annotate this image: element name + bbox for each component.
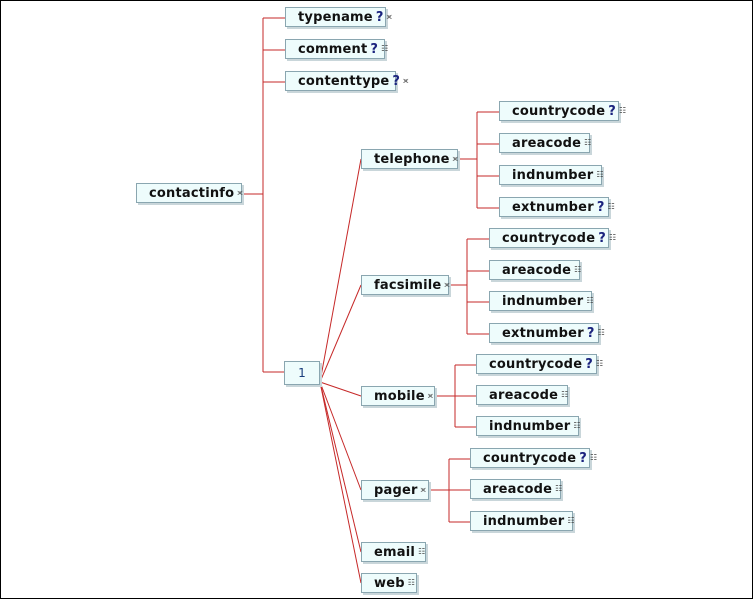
node-mobile[interactable]: mobile ⪤	[361, 386, 435, 406]
node-pager-areacode[interactable]: areacode ☷	[470, 479, 563, 499]
optional-marker: ?	[608, 103, 616, 119]
node-label: indnumber	[483, 513, 565, 529]
element-icon: ☷	[573, 421, 581, 430]
node-label: contactinfo	[149, 185, 235, 201]
element-icon: ☷	[586, 296, 594, 305]
element-icon: ☷	[407, 578, 416, 587]
element-icon: ☷	[595, 359, 604, 368]
element-icon: ☷	[608, 233, 617, 242]
node-label: contenttype	[298, 73, 390, 89]
node-facsimile[interactable]: facsimile ⪤	[361, 275, 450, 295]
node-label: indnumber	[489, 418, 571, 434]
connector-sequence-branch	[319, 284, 362, 383]
element-icon: ☷	[607, 202, 615, 211]
node-label: countrycode	[483, 450, 577, 466]
node-telephone-indnumber[interactable]: indnumber ☷	[499, 165, 604, 185]
node-label: web	[374, 575, 405, 591]
node-mobile-indnumber[interactable]: indnumber ☷	[476, 416, 581, 436]
node-contactinfo[interactable]: contactinfo ⪤	[136, 183, 243, 203]
connector-sequence-branch	[319, 381, 362, 397]
node-label: indnumber	[502, 293, 584, 309]
node-label: pager	[374, 482, 418, 498]
optional-marker: ?	[370, 41, 379, 57]
node-label: indnumber	[512, 167, 594, 183]
expand-icon: ⪤	[427, 391, 434, 400]
node-label: email	[374, 544, 416, 560]
node-label: countrycode	[502, 230, 596, 246]
node-label: extnumber	[502, 325, 584, 341]
element-icon: ☷	[381, 44, 389, 53]
node-comment[interactable]: comment ? ☷	[285, 39, 389, 59]
optional-marker: ?	[375, 9, 384, 25]
node-label: areacode	[502, 262, 572, 278]
node-contenttype[interactable]: contenttype ? ⪤	[285, 71, 408, 91]
element-icon: ☷	[561, 390, 569, 399]
node-label: comment	[298, 41, 368, 57]
optional-marker: ?	[579, 450, 587, 466]
node-email[interactable]: email ☷	[361, 542, 426, 562]
optional-marker: ?	[586, 325, 595, 341]
node-pager[interactable]: pager ⪤	[361, 480, 429, 500]
node-mobile-areacode[interactable]: areacode ☷	[476, 385, 568, 405]
element-icon: ☷	[596, 170, 604, 179]
node-label: typename	[298, 9, 373, 25]
node-facsimile-areacode[interactable]: areacode ☷	[489, 260, 582, 280]
connector-sequence-branch	[319, 158, 362, 383]
node-label: facsimile	[374, 277, 442, 293]
element-icon: ☷	[597, 328, 605, 337]
node-telephone[interactable]: telephone ⪤	[361, 149, 458, 169]
node-pager-indnumber[interactable]: indnumber ☷	[470, 511, 575, 531]
expand-icon: ⪤	[386, 12, 392, 21]
optional-marker: ?	[596, 199, 605, 215]
connector-sequence-branch	[319, 381, 362, 491]
node-facsimile-indnumber[interactable]: indnumber ☷	[489, 291, 594, 311]
node-label: areacode	[512, 135, 582, 151]
node-telephone-areacode[interactable]: areacode ☷	[499, 133, 592, 153]
node-pager-countrycode[interactable]: countrycode ? ☷	[470, 448, 597, 468]
node-label: extnumber	[512, 199, 594, 215]
node-facsimile-countrycode[interactable]: countrycode ? ☷	[489, 228, 616, 248]
optional-marker: ?	[392, 73, 401, 89]
node-web[interactable]: web ☷	[361, 573, 417, 593]
sequence-node[interactable]: 1	[284, 361, 320, 385]
node-mobile-countrycode[interactable]: countrycode ? ☷	[476, 354, 603, 374]
element-icon: ☷	[555, 484, 563, 493]
expand-icon: ⪤	[237, 188, 243, 197]
element-icon: ☷	[574, 265, 582, 274]
node-facsimile-extnumber[interactable]: extnumber ? ☷	[489, 323, 605, 343]
optional-marker: ?	[598, 230, 606, 246]
connector-sequence-branch	[319, 381, 362, 553]
node-typename[interactable]: typename ? ⪤	[285, 7, 392, 27]
node-label: areacode	[489, 387, 559, 403]
node-label: areacode	[483, 481, 553, 497]
expand-icon: ⪤	[452, 154, 459, 163]
node-label: mobile	[374, 388, 425, 404]
node-telephone-extnumber[interactable]: extnumber ? ☷	[499, 197, 615, 217]
expand-icon: ⪤	[444, 280, 450, 289]
optional-marker: ?	[585, 356, 593, 372]
element-icon: ☷	[618, 106, 627, 115]
expand-icon: ⪤	[420, 485, 427, 494]
expand-icon: ⪤	[403, 76, 409, 85]
element-icon: ☷	[418, 547, 426, 556]
element-icon: ☷	[584, 138, 592, 147]
node-label: telephone	[374, 151, 450, 167]
node-label: countrycode	[489, 356, 583, 372]
element-icon: ☷	[589, 453, 598, 462]
sequence-label: 1	[298, 366, 306, 380]
element-icon: ☷	[567, 516, 575, 525]
connector-sequence-branch	[319, 381, 362, 584]
node-label: countrycode	[512, 103, 606, 119]
node-telephone-countrycode[interactable]: countrycode ? ☷	[499, 101, 626, 121]
